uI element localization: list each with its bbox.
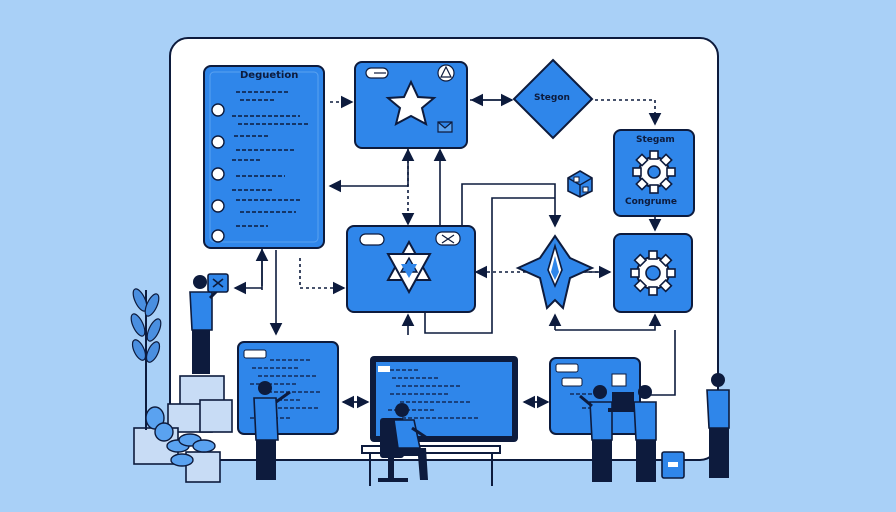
key-icon xyxy=(365,67,389,79)
person-icon xyxy=(579,385,613,482)
gear-icon xyxy=(632,150,676,194)
panel-title: Deguetion xyxy=(240,70,299,81)
laptop-icon xyxy=(608,392,638,412)
star-icon xyxy=(385,79,437,126)
panel-step-icons xyxy=(211,103,225,243)
star-box[interactable] xyxy=(354,61,468,149)
decision-diamond[interactable] xyxy=(512,58,594,140)
person-icon xyxy=(393,403,431,480)
plant-icon xyxy=(130,288,162,430)
gear-icon xyxy=(630,250,676,296)
cloud-key-icon xyxy=(359,233,385,246)
bag-icon xyxy=(661,451,685,479)
gear-box-top[interactable] xyxy=(613,129,695,217)
cloud-close-icon xyxy=(435,231,461,246)
cube-icon xyxy=(567,170,593,198)
rocket-icon xyxy=(515,234,595,310)
process-panel-left[interactable] xyxy=(203,65,325,249)
desk xyxy=(361,445,501,486)
diamond-label: Stegon xyxy=(534,93,570,103)
person-icon xyxy=(189,275,224,374)
code-panel-left[interactable] xyxy=(237,341,339,435)
person-icon xyxy=(253,381,291,480)
gear-box-title: Stegam xyxy=(636,135,675,145)
hexagram-box[interactable] xyxy=(346,225,476,313)
panel-text-lines xyxy=(232,91,308,227)
database-disks xyxy=(145,406,216,467)
connector-lines xyxy=(233,93,676,409)
person-icon xyxy=(706,373,730,478)
close-icon xyxy=(207,273,229,293)
gear-box-subtitle: Congrume xyxy=(625,197,677,207)
envelope-icon xyxy=(437,121,453,133)
warning-icon xyxy=(437,64,455,82)
person-icon xyxy=(633,385,657,482)
gear-box-bottom[interactable] xyxy=(613,233,693,313)
star-of-david-icon xyxy=(386,239,432,295)
